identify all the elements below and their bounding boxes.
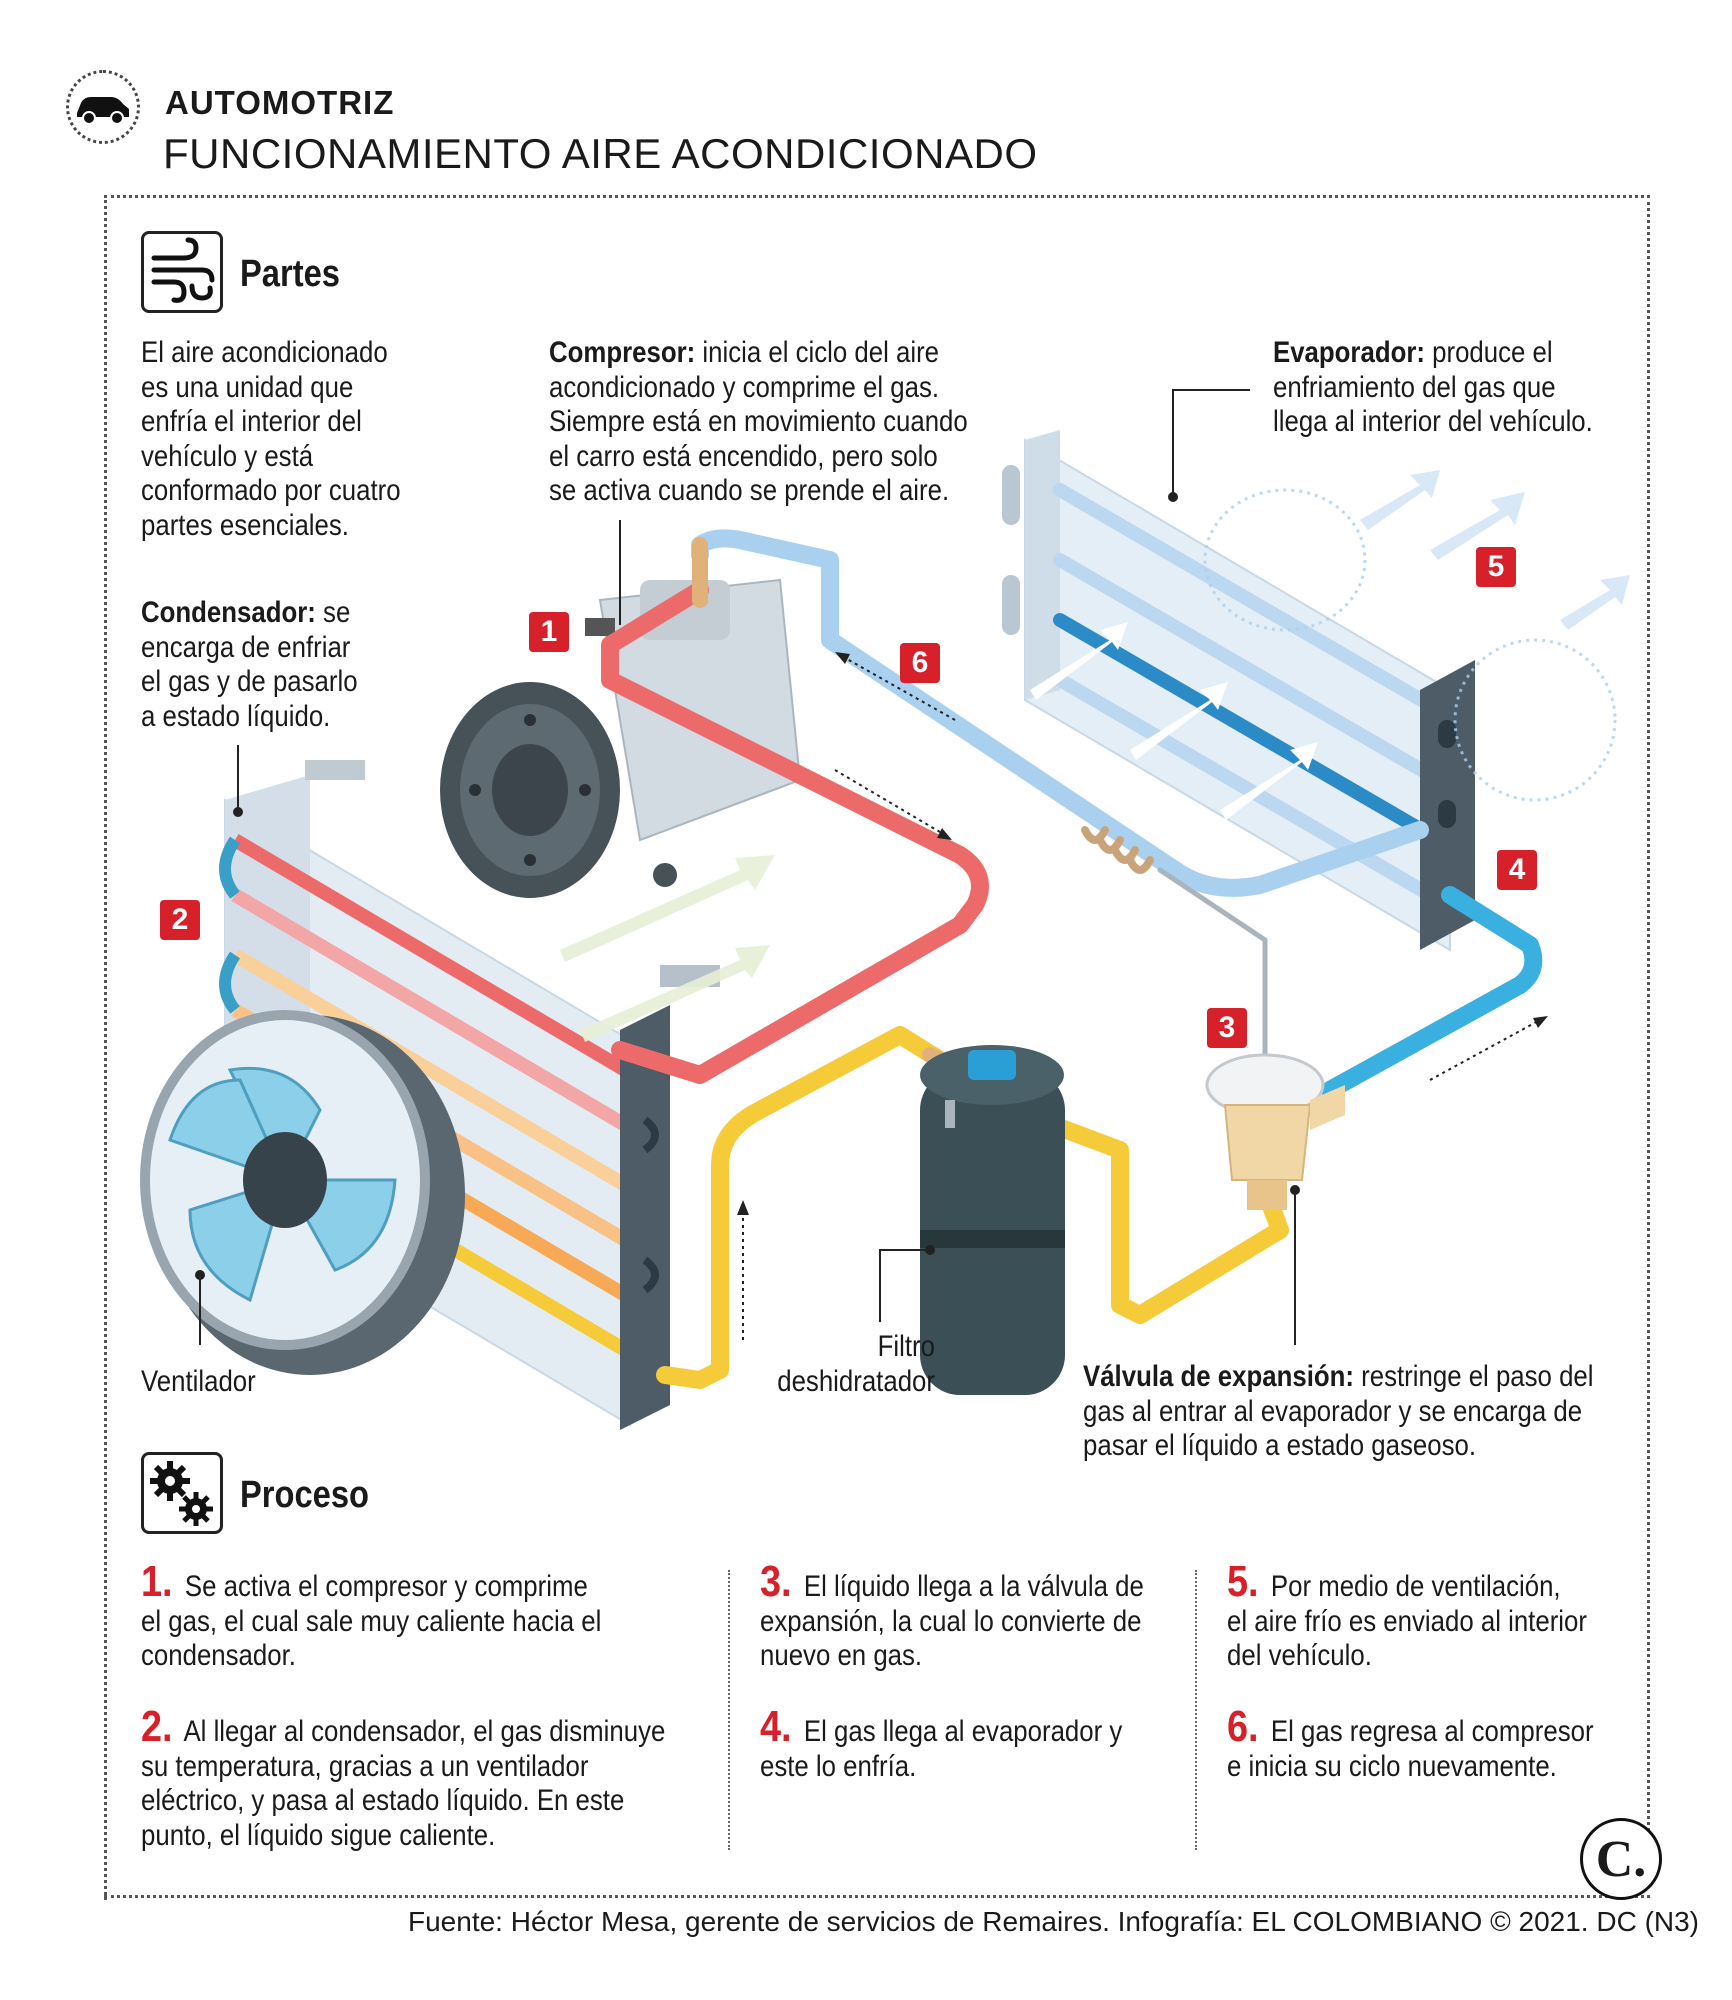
- compresor-line: Siempre está en movimiento cuando: [549, 405, 968, 438]
- gears-icon: [141, 1452, 223, 1534]
- step-line: su temperatura, gracias a un ventilador: [141, 1749, 589, 1783]
- evaporador-term: Evaporador:: [1273, 336, 1425, 369]
- step-line: El gas llega al evaporador y: [796, 1715, 1123, 1748]
- badge-1: 1: [529, 612, 569, 652]
- condensador-line: se: [315, 596, 351, 629]
- condensador-line: encarga de enfriar: [141, 630, 351, 664]
- valvula-line: pasar el líquido a estado gaseoso.: [1083, 1429, 1477, 1462]
- step-line: El gas regresa al compresor: [1263, 1715, 1594, 1748]
- evaporador-line: enfriamiento del gas que: [1273, 370, 1556, 404]
- car-icon: [66, 70, 140, 144]
- intro-line: es una unidad que: [141, 370, 354, 404]
- compresor-term: Compresor:: [549, 336, 696, 369]
- ventilador-label: Ventilador: [141, 1365, 256, 1398]
- badge-5: 5: [1476, 547, 1516, 587]
- source-credit: Fuente: Héctor Mesa, gerente de servicio…: [408, 1906, 1700, 1937]
- compressor: [440, 578, 802, 898]
- evaporador-line: llega al interior del vehículo.: [1273, 405, 1593, 438]
- leader-lines: [195, 389, 1300, 1345]
- page-title: FUNCIONAMIENTO AIRE ACONDICIONADO: [163, 130, 1038, 177]
- step-line: eléctrico, y pasa al estado líquido. En …: [141, 1784, 625, 1817]
- flow-arrows: [737, 652, 1548, 1340]
- step-line: Al llegar al condensador, el gas disminu…: [177, 1715, 666, 1748]
- filtro-line: Filtro: [877, 1330, 935, 1363]
- compresor-line: se activa cuando se prende el aire.: [549, 474, 950, 507]
- condensador-line: el gas y de pasarlo: [141, 665, 358, 698]
- intro-line: partes esenciales.: [141, 508, 349, 542]
- step-number: 1.: [141, 1557, 173, 1606]
- intro-line: El aire acondicionado: [141, 336, 388, 369]
- condensador-term: Condensador:: [141, 596, 316, 629]
- section-title-partes: Partes: [240, 253, 340, 295]
- step-line: el gas, el cual sale muy caliente hacia …: [141, 1604, 602, 1638]
- step-line: el aire frío es enviado al interior: [1227, 1604, 1587, 1638]
- intro-text: El aire acondicionado es una unidad que …: [141, 336, 401, 543]
- step-6: 6. El gas regresa al compresor e inicia …: [1227, 1705, 1594, 1784]
- step-line: del vehículo.: [1227, 1639, 1372, 1672]
- compresor-line: acondicionado y comprime el gas.: [549, 370, 940, 404]
- filtro-label: Filtro deshidratador: [772, 1330, 935, 1399]
- valvula-line: gas al entrar al evaporador y se encarga…: [1083, 1394, 1583, 1428]
- step-line: Se activa el compresor y comprime: [177, 1570, 588, 1603]
- fan: [140, 1010, 465, 1375]
- step-3: 3. El líquido llega a la válvula de expa…: [760, 1560, 1144, 1674]
- badge-2: 2: [160, 900, 200, 940]
- badge-3: 3: [1207, 1008, 1247, 1048]
- frame-right: [1647, 195, 1650, 1855]
- frame-bottom: [104, 1895, 1650, 1898]
- column-divider: [1195, 1570, 1197, 1850]
- el-colombiano-logo: C.: [1580, 1818, 1662, 1900]
- step-2: 2. Al llegar al condensador, el gas dism…: [141, 1705, 666, 1853]
- step-5: 5. Por medio de ventilación, el aire frí…: [1227, 1560, 1587, 1674]
- compresor-line: el carro está encendido, pero solo: [549, 439, 938, 473]
- step-line: Por medio de ventilación,: [1263, 1570, 1561, 1603]
- step-number: 4.: [760, 1702, 792, 1751]
- intro-line: conformado por cuatro: [141, 474, 401, 507]
- step-line: condensador.: [141, 1639, 296, 1672]
- valvula-label: Válvula de expansión: restringe el paso …: [1083, 1360, 1594, 1464]
- step-line: El líquido llega a la válvula de: [796, 1570, 1144, 1603]
- section-title-proceso: Proceso: [240, 1474, 369, 1516]
- filtro-line: deshidratador: [777, 1364, 935, 1398]
- wind-icon: [141, 231, 223, 313]
- evaporador-label: Evaporador: produce el enfriamiento del …: [1273, 336, 1593, 440]
- column-divider: [728, 1570, 730, 1850]
- compresor-line: inicia el ciclo del aire: [695, 336, 940, 369]
- step-line: punto, el líquido sigue caliente.: [141, 1818, 496, 1852]
- condensador-label: Condensador: se encarga de enfriar el ga…: [141, 596, 358, 734]
- frame: [104, 195, 1650, 1900]
- step-1: 1. Se activa el compresor y comprime el …: [141, 1560, 602, 1674]
- intro-line: vehículo y está: [141, 439, 314, 473]
- dryer-filter: [920, 1045, 1065, 1395]
- step-number: 2.: [141, 1702, 173, 1751]
- step-line: nuevo en gas.: [760, 1639, 923, 1672]
- valvula-line: restringe el paso del: [1353, 1360, 1594, 1393]
- step-line: expansión, la cual lo convierte de: [760, 1604, 1142, 1638]
- intro-line: enfría el interior del: [141, 405, 362, 438]
- kicker: AUTOMOTRIZ: [165, 84, 395, 121]
- condensador-line: a estado líquido.: [141, 699, 331, 733]
- step-line: este lo enfría.: [760, 1749, 917, 1783]
- compresor-label: Compresor: inicia el ciclo del aire acon…: [549, 336, 968, 509]
- step-line: e inicia su ciclo nuevamente.: [1227, 1749, 1557, 1783]
- expansion-valve: [1205, 1053, 1345, 1210]
- valvula-term: Válvula de expansión:: [1083, 1360, 1354, 1393]
- step-number: 6.: [1227, 1702, 1259, 1751]
- step-number: 5.: [1227, 1557, 1259, 1606]
- evaporator: [1002, 430, 1630, 952]
- step-number: 3.: [760, 1557, 792, 1606]
- badge-6: 6: [900, 643, 940, 683]
- badge-4: 4: [1497, 850, 1537, 890]
- step-4: 4. El gas llega al evaporador y este lo …: [760, 1705, 1123, 1784]
- evaporador-line: produce el: [1424, 336, 1553, 369]
